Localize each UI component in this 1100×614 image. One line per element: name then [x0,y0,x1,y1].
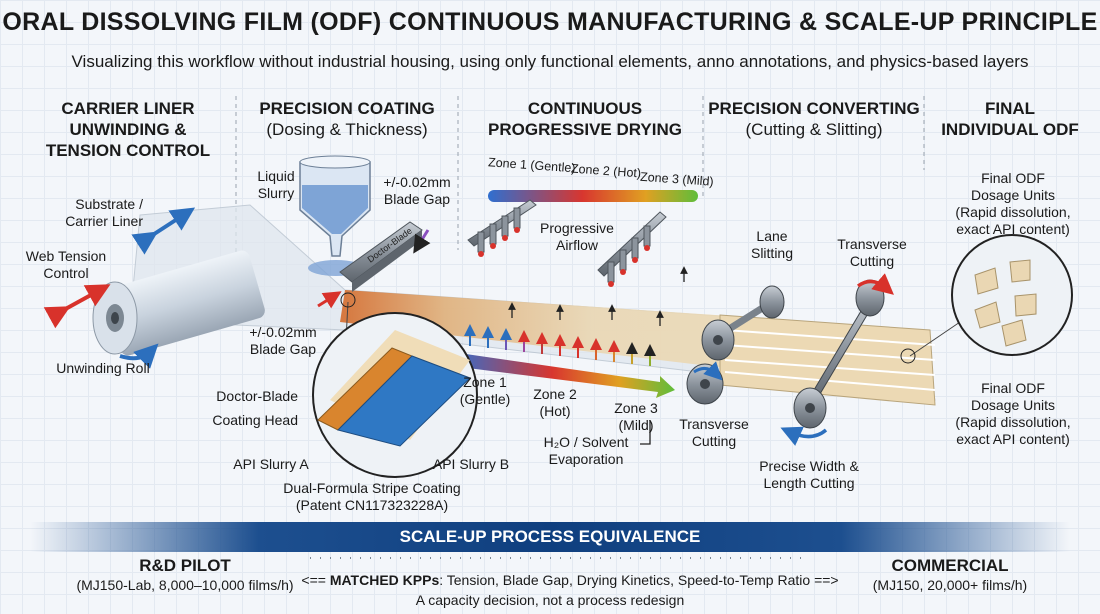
label-unwinding-roll: Unwinding Roll [56,360,150,376]
label-zone3-bottom: Zone 3(Mild) [614,400,658,433]
kpps-bold-label: MATCHED KPPs [329,572,440,588]
label-doctor-blade: Doctor-Blade [216,388,298,404]
drying-nozzle-bar-1 [467,199,537,257]
label-dual-formula: Dual-Formula Stripe Coating(Patent CN117… [283,480,461,513]
blade-gap-bottom-arrow-icon [317,291,342,309]
blade-gap-top-arrow-icon [413,229,431,254]
kpps-list: : Tension, Blade Gap, Drying Kinetics, S… [439,572,811,588]
final-units-callout [900,234,1073,364]
scaleup-banner: SCALE-UP PROCESS EQUIVALENCE [30,522,1070,552]
precise-cut-rotation-icon [780,426,828,446]
matched-kpps-line: <== MATCHED KPPs: Tension, Blade Gap, Dr… [290,572,850,589]
substrate-arrow-icon [131,207,196,255]
label-precise-cutting: Precise Width &Length Cutting [759,458,859,491]
scaleup-footer: A capacity decision, not a process redes… [415,592,685,608]
label-zone2-bottom: Zone 2(Hot) [533,386,577,419]
zone-gradient-bar-top [488,190,698,202]
rd-pilot-title: R&D PILOT [139,556,231,575]
web-tension-arrow-icon [43,284,111,329]
commercial-subtitle: (MJ150, 20,000+ films/h) [872,577,1028,593]
evaporation-arrows [464,324,656,366]
label-api-slurry-a: API Slurry A [233,456,309,472]
page-subtitle: Visualizing this workflow without indust… [71,52,1029,71]
transverse-cutting-rotation-icon [856,273,894,295]
label-coating-head: Coating Head [212,412,298,428]
lane-slitting-roller [701,285,785,361]
stage-heading-converting: PRECISION CONVERTING(Cutting & Slitting) [708,99,920,139]
drying-nozzle-bar-2 [597,211,667,287]
kpps-arrow-left: <== [301,572,326,588]
slurry-funnel [299,155,371,276]
commercial-title: COMMERCIAL [891,556,1009,575]
rd-pilot-subtitle: (MJ150-Lab, 8,000–10,000 films/h) [76,577,294,593]
evaporation-pointer [640,420,651,445]
page-title: ORAL DISSOLVING FILM (ODF) CONTINUOUS MA… [2,8,1098,36]
bottom-roller-rotation-icon [693,361,723,381]
label-substrate: Substrate /Carrier Liner [65,196,143,229]
zone-gradient-bar-bottom [452,352,675,398]
doctor-blade [339,221,423,292]
kpps-arrow-right: ==> [814,572,839,588]
unwinding-arrow-icon [119,343,159,369]
label-api-slurry-b: API Slurry B [432,456,510,472]
stage-heading-coating: PRECISION COATING(Dosing & Thickness) [259,99,435,139]
coating-head-callout [312,292,478,478]
label-zone1-bottom: Zone 1(Gentle) [459,374,511,407]
